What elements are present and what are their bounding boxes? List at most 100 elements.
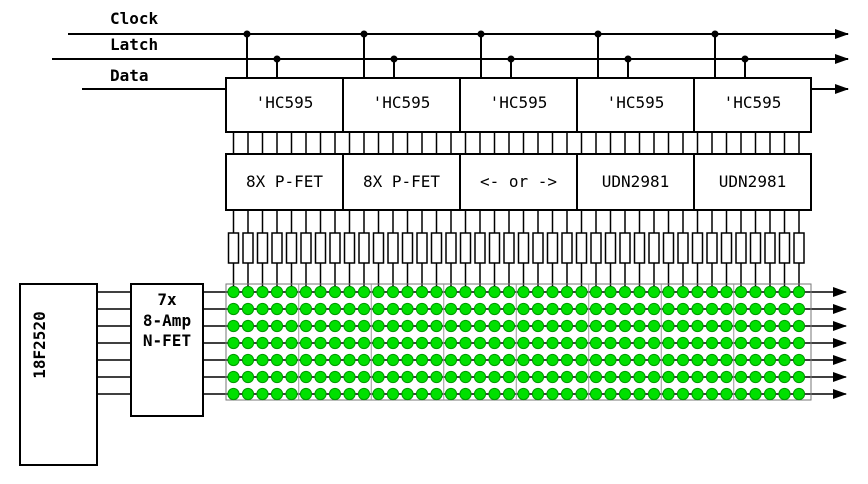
led <box>705 285 719 299</box>
led <box>444 319 458 333</box>
led <box>604 319 617 333</box>
resistor <box>532 232 544 264</box>
led <box>575 353 588 367</box>
led <box>647 387 661 401</box>
led <box>488 336 501 350</box>
led <box>386 370 400 384</box>
led <box>502 285 516 299</box>
led <box>560 353 574 367</box>
led <box>372 285 385 299</box>
led <box>372 387 385 401</box>
led-matrix <box>225 283 812 401</box>
led <box>256 336 269 350</box>
led <box>633 353 646 367</box>
led <box>299 302 313 316</box>
resistor <box>546 232 559 264</box>
resistor <box>474 232 486 264</box>
led <box>386 302 400 316</box>
led <box>328 370 342 384</box>
resistor <box>300 232 312 264</box>
led <box>415 370 429 384</box>
led <box>517 353 530 367</box>
led <box>618 387 632 401</box>
led <box>618 370 632 384</box>
led <box>357 319 371 333</box>
led <box>778 370 791 384</box>
led <box>357 336 371 350</box>
led <box>343 353 356 367</box>
led <box>256 370 269 384</box>
led <box>734 387 748 401</box>
led <box>357 370 371 384</box>
led <box>763 387 777 401</box>
led <box>763 336 777 350</box>
led <box>241 285 255 299</box>
led <box>343 370 356 384</box>
led <box>444 353 458 367</box>
led <box>502 387 516 401</box>
led <box>386 285 400 299</box>
resistor <box>387 232 399 264</box>
led <box>531 387 545 401</box>
led <box>604 387 617 401</box>
led <box>459 353 472 367</box>
led <box>357 302 371 316</box>
driver-label: 8X P-FET <box>246 172 323 191</box>
resistor <box>503 232 515 264</box>
led <box>343 285 356 299</box>
led <box>430 285 443 299</box>
led <box>676 370 690 384</box>
led <box>792 319 806 333</box>
led <box>256 319 269 333</box>
shift-register-label: 'HC595 <box>724 93 782 112</box>
driver-outputs <box>232 210 800 233</box>
led <box>676 285 690 299</box>
led <box>604 353 617 367</box>
led <box>734 370 748 384</box>
led <box>720 319 733 333</box>
led <box>589 319 603 333</box>
led <box>705 387 719 401</box>
led <box>502 302 516 316</box>
led <box>778 353 791 367</box>
led <box>285 387 298 401</box>
led <box>575 370 588 384</box>
shift-register-label: 'HC595 <box>607 93 665 112</box>
led <box>676 387 690 401</box>
resistor <box>778 232 791 264</box>
led <box>430 387 443 401</box>
microcontroller: 18F2520 <box>19 283 98 466</box>
led <box>459 319 472 333</box>
led <box>575 302 588 316</box>
led <box>517 370 530 384</box>
led <box>589 285 603 299</box>
latch-junction <box>507 55 515 63</box>
led <box>662 370 675 384</box>
led <box>734 302 748 316</box>
led <box>676 302 690 316</box>
led <box>662 285 675 299</box>
led <box>430 353 443 367</box>
led <box>241 302 255 316</box>
led <box>560 387 574 401</box>
led <box>546 336 559 350</box>
resistor <box>590 232 602 264</box>
led <box>270 319 284 333</box>
led <box>372 353 385 367</box>
led <box>357 387 371 401</box>
row-driver-line-2: 8-Amp <box>143 311 191 330</box>
led <box>647 336 661 350</box>
led <box>241 353 255 367</box>
led <box>560 285 574 299</box>
led <box>285 302 298 316</box>
led <box>488 387 501 401</box>
led <box>517 336 530 350</box>
led <box>328 285 342 299</box>
led <box>473 370 487 384</box>
led <box>575 319 588 333</box>
led <box>633 285 646 299</box>
led <box>459 370 472 384</box>
shift-register-1: 'HC595 <box>225 77 344 133</box>
led <box>299 387 313 401</box>
data-label: Data <box>110 66 149 85</box>
